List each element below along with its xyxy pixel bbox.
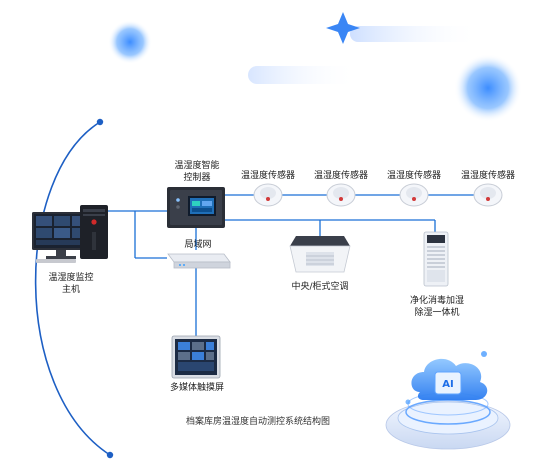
controller-label-line1: 温湿度智能 [174, 161, 220, 171]
ai-cloud-illustration [385, 351, 511, 450]
background-decoration [108, 12, 522, 122]
decorative-arc [34, 121, 111, 456]
controller-label: 温湿度智能 控制器 [166, 160, 228, 184]
lan-switch [167, 253, 231, 269]
sensor-label-2: 温湿度传感器 [313, 171, 368, 181]
purifier-label-line2: 除湿一体机 [414, 308, 460, 318]
arc-dot-top [96, 118, 104, 126]
controller-label-line2: 控制器 [183, 173, 211, 183]
lan-label: 局域网 [184, 240, 212, 250]
host-label: 温湿度监控 主机 [40, 272, 102, 296]
touchscreen-device [171, 335, 221, 379]
controller-device [167, 187, 225, 228]
purifier-unit [423, 231, 449, 287]
sensor-label-1: 温湿度传感器 [240, 171, 295, 181]
host-label-line1: 温湿度监控 [48, 273, 94, 283]
diagram-caption: 档案库房温湿度自动测控系统结构图 [186, 417, 331, 427]
sensor-label-4: 温湿度传感器 [460, 171, 515, 181]
sensor-2 [326, 183, 356, 207]
arc-dot-bottom [106, 451, 114, 459]
purifier-label: 净化消毒加湿 除湿一体机 [404, 295, 470, 319]
sensor-3 [399, 183, 429, 207]
ai-badge-text: AI [442, 379, 453, 390]
aircon-label: 中央/柜式空调 [291, 282, 349, 292]
touchscreen-label: 多媒体触摸屏 [169, 383, 224, 393]
air-conditioner [289, 236, 351, 273]
sparkle-icon [326, 12, 360, 44]
purifier-label-line1: 净化消毒加湿 [409, 296, 464, 306]
monitoring-host [32, 205, 108, 263]
host-label-line2: 主机 [61, 285, 80, 295]
sensor-4 [473, 183, 503, 207]
sensor-label-3: 温湿度传感器 [386, 171, 441, 181]
sensor-1 [253, 183, 283, 207]
